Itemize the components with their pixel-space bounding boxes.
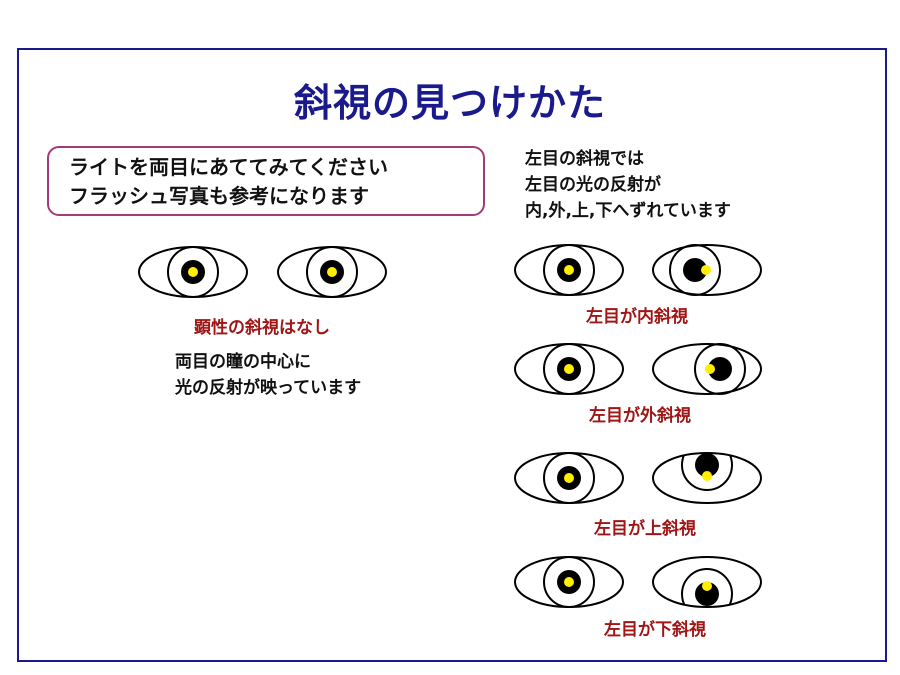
normal-desc-line-2: 光の反射が映っています (175, 378, 362, 398)
pupil (708, 357, 732, 381)
light-reflex (564, 364, 574, 374)
esotropia-caption: 左目が内斜視 (586, 307, 688, 327)
light-reflex (188, 267, 198, 277)
light-reflex (702, 581, 712, 591)
normal-left-eye (277, 246, 387, 298)
hypotropia-caption: 左目が下斜視 (604, 620, 706, 640)
pupil (683, 258, 707, 282)
hypotropia-left-eye (652, 556, 762, 608)
normal-right-eye (138, 246, 248, 298)
intro-line-3: 内,外,上,下へずれています (525, 201, 731, 221)
iris (694, 343, 746, 395)
exotropia-right-eye (514, 343, 624, 395)
hypertropia-caption: 左目が上斜視 (594, 519, 696, 539)
iris (167, 246, 219, 298)
light-reflex (564, 577, 574, 587)
left-eye-strabismus-intro: 左目の斜視では 左目の光の反射が 内,外,上,下へずれています (525, 146, 731, 224)
instruction-line-1: ライトを両目にあててみてください (69, 155, 388, 179)
iris (543, 556, 595, 608)
iris (681, 568, 733, 607)
iris (669, 244, 721, 296)
iris (543, 452, 595, 504)
light-reflex (564, 265, 574, 275)
page-title: 斜視の見つけかた (293, 81, 606, 125)
esotropia-eye-pair (514, 244, 762, 296)
intro-line-1: 左目の斜視では (525, 149, 644, 169)
instruction-line-2: フラッシュ写真も参考になります (69, 184, 369, 208)
exotropia-caption: 左目が外斜視 (589, 406, 691, 426)
hypotropia-right-eye (514, 556, 624, 608)
iris (543, 244, 595, 296)
normal-caption: 顕性の斜視はなし (194, 318, 330, 338)
esotropia-right-eye (514, 244, 624, 296)
hypertropia-left-eye (652, 452, 762, 504)
hypertropia-right-eye (514, 452, 624, 504)
light-reflex (564, 473, 574, 483)
iris (306, 246, 358, 298)
light-reflex (702, 471, 712, 481)
normal-desc-line-1: 両目の瞳の中心に (175, 352, 311, 372)
exotropia-eye-pair (514, 343, 762, 395)
light-reflex (701, 265, 711, 275)
pupil (695, 582, 719, 606)
normal-description: 両目の瞳の中心に 光の反射が映っています (175, 349, 361, 401)
iris (681, 453, 733, 491)
pupil (695, 453, 719, 477)
esotropia-left-eye (652, 244, 762, 296)
hypertropia-eye-pair (514, 452, 762, 504)
hypotropia-eye-pair (514, 556, 762, 608)
iris (543, 343, 595, 395)
normal-eye-pair (138, 246, 387, 298)
intro-line-2: 左目の光の反射が (525, 175, 661, 195)
instruction-box: ライトを両目にあててみてください フラッシュ写真も参考になります (47, 146, 485, 216)
exotropia-left-eye (652, 343, 762, 395)
light-reflex (705, 364, 715, 374)
light-reflex (327, 267, 337, 277)
